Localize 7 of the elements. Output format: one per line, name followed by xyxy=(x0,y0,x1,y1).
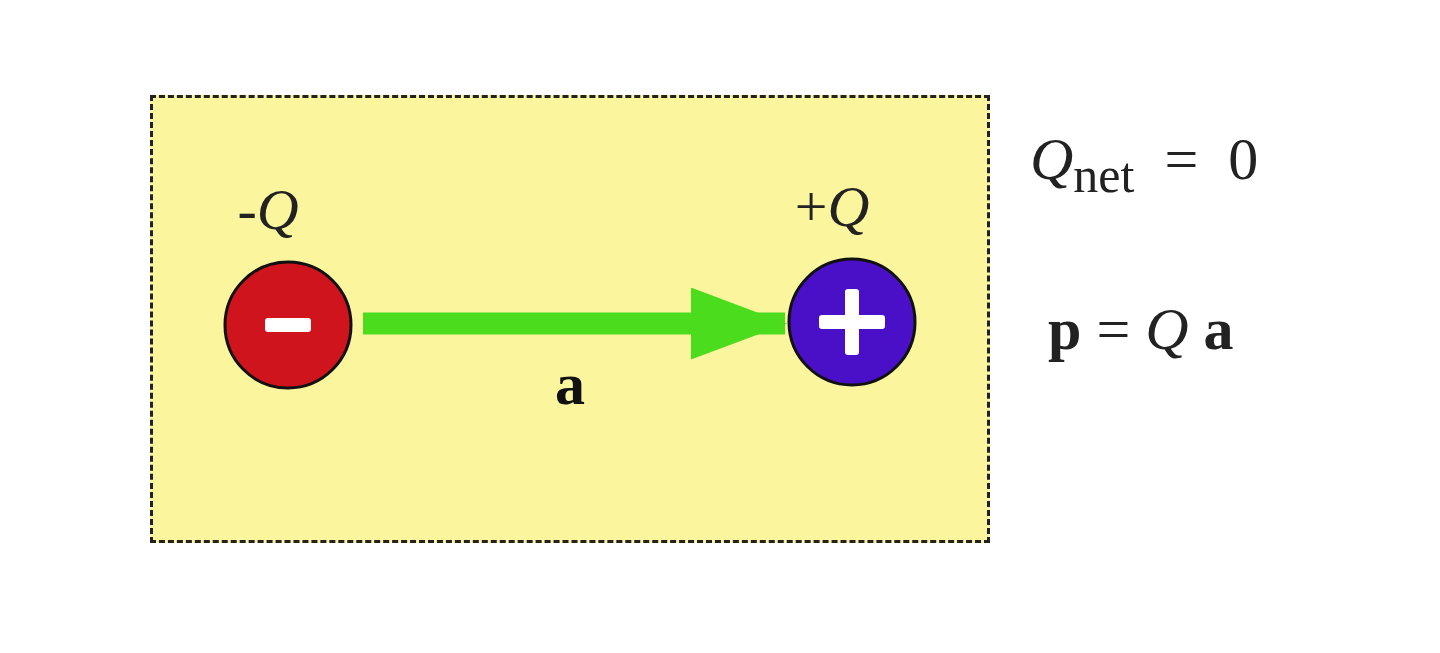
equation-text: p = Q a xyxy=(1048,295,1234,364)
equation-text: Q$_{net}$ = 0 xyxy=(1030,125,1259,204)
dashed-region xyxy=(150,95,990,543)
charge-label: +Q xyxy=(794,173,870,241)
edge-label: a xyxy=(555,350,585,419)
charge-label: -Q xyxy=(237,176,299,244)
arrow xyxy=(363,287,787,360)
